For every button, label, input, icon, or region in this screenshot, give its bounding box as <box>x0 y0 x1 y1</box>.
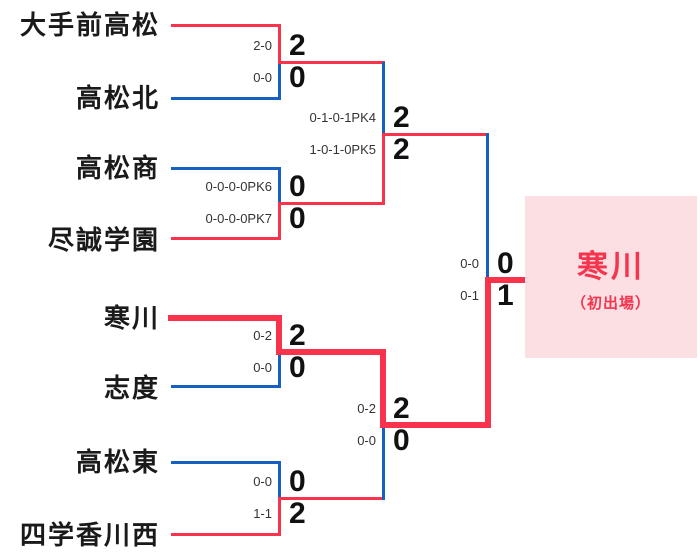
match-r1m3-score-bottom: 0 <box>289 351 306 384</box>
match-r1m1-score-top: 2 <box>289 29 306 62</box>
match-sf1-score-top: 2 <box>393 101 410 134</box>
match-r1m4-detail-top: 0-0 <box>253 474 272 489</box>
match-final-detail-bottom: 0-1 <box>460 288 479 303</box>
line-final-vertical-top <box>486 133 489 281</box>
line-team-jinsei <box>171 237 281 240</box>
match-r1m4-detail-bottom: 1-1 <box>253 506 272 521</box>
match-r1m2-score-top: 0 <box>289 170 306 203</box>
champion-name: 寒川 <box>577 249 645 284</box>
match-r1m2-detail-top: 0-0-0-0PK6 <box>205 179 272 194</box>
match-sf2-score-top: 2 <box>393 392 410 425</box>
match-r1m1-detail-bottom: 0-0 <box>253 70 272 85</box>
line-r1m3-vertical-bottom <box>278 352 281 388</box>
match-r1m4-score-top: 0 <box>289 465 306 498</box>
match-final-detail-top: 0-0 <box>460 256 479 271</box>
line-r1m2-winner <box>278 202 385 205</box>
match-r1m3-detail-top: 0-2 <box>253 328 272 343</box>
match-sf2-detail-top: 0-2 <box>357 401 376 416</box>
line-sf2-vertical-bottom <box>382 425 385 500</box>
match-sf1-score-bottom: 2 <box>393 133 410 166</box>
line-final-winner-path <box>485 277 527 283</box>
line-r1m1-winner <box>278 61 385 64</box>
team-name-shigaku-kagawa-nishi: 四学香川西 <box>19 520 160 550</box>
line-team-takamatsu-higashi <box>171 461 281 464</box>
match-r1m3-detail-bottom: 0-0 <box>253 360 272 375</box>
line-team-takamatsu-sho <box>171 167 281 170</box>
line-sf2-winner-path <box>381 422 489 428</box>
line-team-takamatsu-kita <box>171 97 281 100</box>
match-r1m2-detail-bottom: 0-0-0-0PK7 <box>205 211 272 226</box>
match-r1m2-score-bottom: 0 <box>289 202 306 235</box>
line-r1m2-vertical-bottom <box>278 202 281 240</box>
line-team-shido <box>171 385 281 388</box>
line-final-vertical-bottom-winner-path <box>485 277 491 428</box>
line-r1m3-vertical-top-winner-path <box>276 315 282 355</box>
match-sf1-detail-top: 0-1-0-1PK4 <box>309 110 376 125</box>
line-sf2-vertical-top-winner-path <box>380 349 386 428</box>
line-r1m1-vertical-bottom <box>278 62 281 99</box>
line-r1m4-winner <box>278 497 385 500</box>
team-name-takamatsu-sho: 高松商 <box>75 153 160 183</box>
line-team-otemae <box>171 24 281 27</box>
team-name-shido: 志度 <box>103 373 160 403</box>
match-final-score-top: 0 <box>497 247 514 280</box>
line-sf1-vertical-top <box>382 62 385 135</box>
match-r1m1-detail-top: 2-0 <box>253 38 272 53</box>
match-r1m3-score-top: 2 <box>289 319 306 352</box>
match-r1m1-score-bottom: 0 <box>289 61 306 94</box>
match-final-score-bottom: 1 <box>497 279 514 312</box>
line-sf1-vertical-bottom <box>382 133 385 204</box>
team-name-takamatsu-kita: 高松北 <box>75 83 160 113</box>
line-r1m4-vertical-top <box>278 461 281 499</box>
champion-box: 寒川 （初出場） <box>525 196 697 358</box>
match-sf2-score-bottom: 0 <box>393 424 410 457</box>
team-name-otemae-takamatsu: 大手前高松 <box>19 10 160 40</box>
match-sf2-detail-bottom: 0-0 <box>357 433 376 448</box>
match-r1m4-score-bottom: 2 <box>289 497 306 530</box>
line-sf1-winner <box>382 133 489 136</box>
line-r1m4-vertical-bottom <box>278 497 281 536</box>
champion-note: （初出場） <box>570 295 651 312</box>
match-sf1-detail-bottom: 1-0-1-0PK5 <box>309 142 376 157</box>
team-name-takamatsu-higashi: 高松東 <box>75 447 160 477</box>
line-team-sangawa-winner-path <box>168 315 281 321</box>
team-name-sangawa: 寒川 <box>103 303 160 333</box>
line-team-shigaku <box>171 533 281 536</box>
line-r1m1-vertical-top <box>278 24 281 63</box>
line-r1m3-winner-path <box>277 349 386 355</box>
team-name-jinsei-gakuen: 尽誠学園 <box>47 225 160 255</box>
line-r1m2-vertical-top <box>278 167 281 204</box>
